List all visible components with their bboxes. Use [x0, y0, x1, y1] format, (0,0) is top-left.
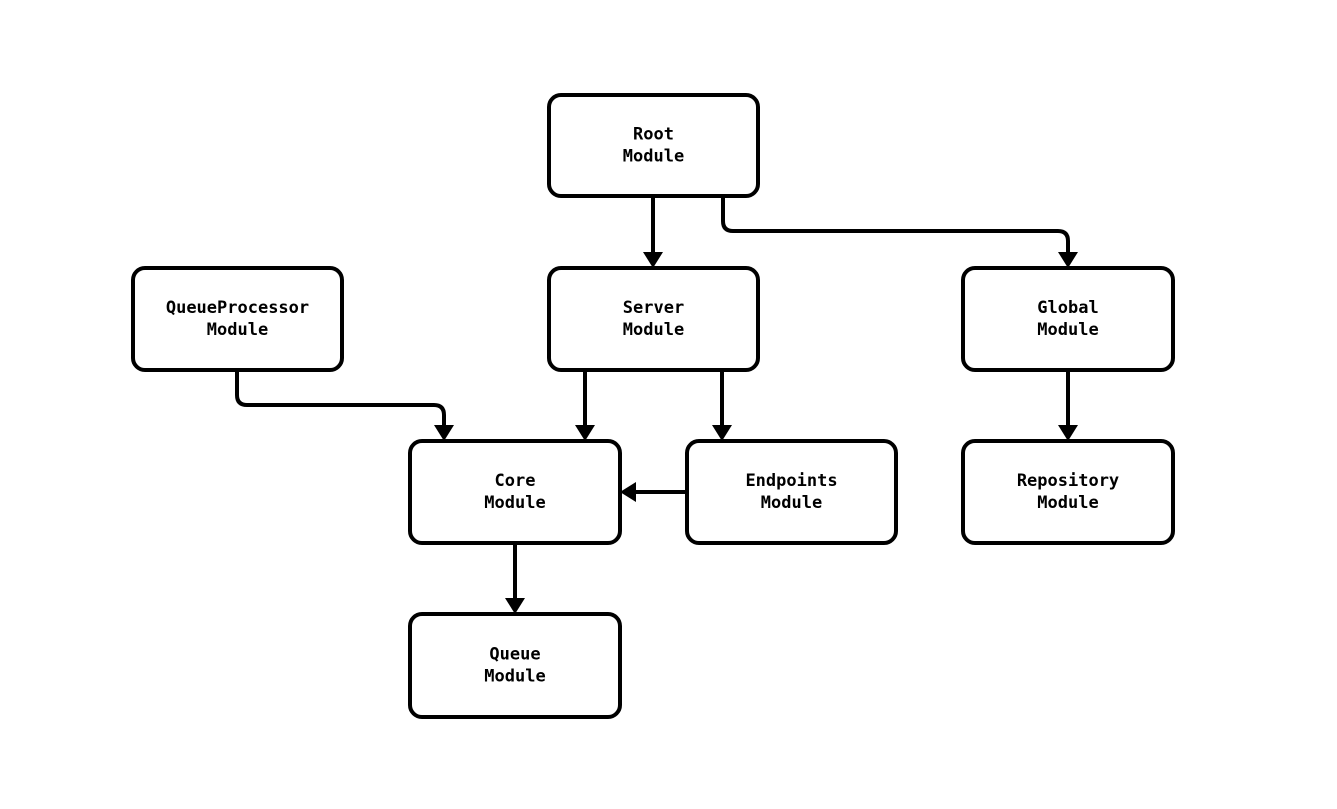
node-box[interactable] [961, 439, 1175, 545]
node-label-line-1: QueueProcessor [166, 298, 309, 318]
edge-core-to-queue [505, 543, 525, 614]
edge-root-to-global [721, 196, 1078, 268]
node-label-line-2: Module [623, 147, 684, 167]
node-box[interactable] [685, 439, 898, 545]
node-label-line-2: Module [484, 667, 545, 687]
node-label-line-1: Endpoints [745, 471, 837, 491]
edge-arrowhead-icon [643, 252, 663, 268]
edge-server-to-endpoints [712, 370, 732, 441]
node-label-line-2: Module [1037, 320, 1098, 340]
edge-arrowhead-icon [1058, 425, 1078, 441]
node-label-line-2: Module [623, 320, 684, 340]
edge-endpoints-to-core [620, 482, 687, 502]
node-label-line-1: Global [1037, 298, 1098, 318]
node-label-line-1: Server [623, 298, 684, 318]
edge-line [721, 196, 1070, 252]
node-label-line-1: Queue [489, 645, 540, 665]
edge-arrowhead-icon [1058, 252, 1078, 268]
node-label-line-2: Module [1037, 493, 1098, 513]
edge-line [235, 370, 446, 425]
node-box[interactable] [131, 266, 344, 372]
node-label-line-1: Repository [1017, 471, 1119, 491]
edge-server-to-core [575, 370, 595, 441]
node-label-line-1: Root [633, 125, 674, 145]
edge-arrowhead-icon [620, 482, 636, 502]
edge-global-to-repository [1058, 370, 1078, 441]
edge-arrowhead-icon [575, 425, 595, 441]
node-label-line-2: Module [761, 493, 822, 513]
edge-arrowhead-icon [434, 425, 454, 441]
node-label-line-2: Module [207, 320, 268, 340]
edge-arrowhead-icon [712, 425, 732, 441]
node-label-line-1: Core [495, 471, 536, 491]
node-box[interactable] [408, 439, 622, 545]
edge-queueprocessor-to-core [235, 370, 454, 441]
node-box[interactable] [547, 266, 760, 372]
node-label-line-2: Module [484, 493, 545, 513]
edge-arrowhead-icon [505, 598, 525, 614]
node-box[interactable] [961, 266, 1175, 372]
node-box[interactable] [547, 93, 760, 198]
edge-root-to-server [643, 196, 663, 268]
edges-layer [235, 196, 1078, 614]
node-box[interactable] [408, 612, 622, 719]
